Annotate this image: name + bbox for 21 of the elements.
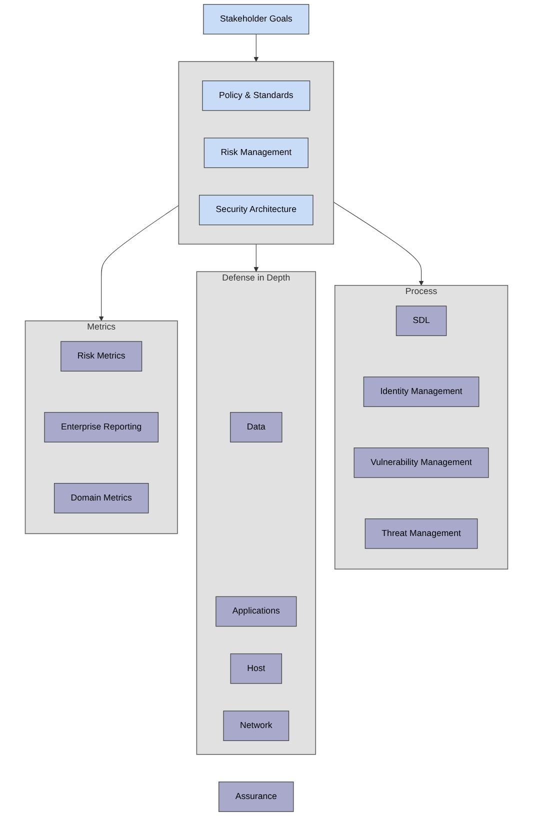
- node-box: Enterprise Reporting: [44, 412, 159, 442]
- arrow: [98, 205, 179, 322]
- arrow: [333, 202, 424, 286]
- arrow: [254, 244, 259, 272]
- node-box: Assurance: [218, 782, 294, 812]
- node-box: Network: [223, 710, 290, 741]
- node-box: Policy & Standards: [202, 80, 310, 111]
- node-box: Risk Management: [204, 138, 308, 168]
- node-box: Risk Metrics: [60, 341, 142, 372]
- node-box: Security Architecture: [198, 194, 314, 226]
- node-box: Applications: [216, 596, 297, 627]
- node-box: Data: [230, 412, 282, 442]
- node-box: Identity Management: [363, 376, 480, 407]
- node-box: Stakeholder Goals: [203, 4, 310, 34]
- cluster: [178, 61, 334, 245]
- node-box: Domain Metrics: [54, 483, 149, 514]
- node-box: SDL: [396, 306, 447, 336]
- node-box: Vulnerability Management: [354, 448, 489, 478]
- node-box: Host: [230, 653, 282, 684]
- arrow: [254, 34, 259, 62]
- node-box: Threat Management: [364, 518, 478, 549]
